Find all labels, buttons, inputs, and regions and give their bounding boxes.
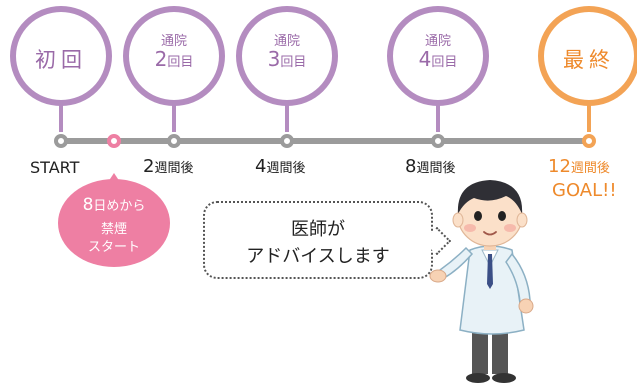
doctor-mouth	[483, 231, 497, 236]
milestone-visit2-count: 2回目	[154, 47, 194, 71]
quit-badge-body: 8日めから 禁煙 スタート	[58, 179, 170, 267]
doctor-eye-right	[498, 211, 506, 221]
milestone-visit2: 通院 2回目	[123, 6, 225, 106]
doctor-eye-left	[474, 211, 482, 221]
doctor-tie	[487, 254, 493, 289]
label-week4: 4週間後	[255, 156, 306, 177]
tick-week8	[431, 134, 445, 148]
doctor-shoe-right	[492, 373, 516, 383]
quit-badge-line1: 8日めから	[82, 195, 146, 215]
tick-week4	[280, 134, 294, 148]
connector-last	[587, 98, 591, 132]
milestone-last: 最終	[538, 6, 637, 106]
milestone-visit4-count: 4回目	[418, 47, 458, 71]
connector-visit4	[436, 98, 440, 132]
milestone-visit3-top: 通院	[273, 34, 300, 49]
doctor-hair	[457, 180, 523, 214]
doctor-illustration	[429, 180, 534, 383]
quit-start-badge: 8日めから 禁煙 スタート	[58, 173, 170, 267]
connector-visit3	[285, 98, 289, 132]
tick-quit-day8	[107, 134, 121, 148]
milestone-last-label: 最終	[563, 48, 615, 72]
label-start: START	[30, 158, 80, 177]
tick-week12	[582, 134, 596, 148]
doctor-leg-left	[472, 322, 488, 374]
doctor-hand-raised	[429, 269, 447, 283]
doctor-hand-lowered	[518, 298, 534, 314]
milestone-visit4: 通院 4回目	[387, 6, 489, 106]
doctor-shoe-left	[466, 373, 490, 383]
doctor-ear-left	[452, 212, 464, 228]
doctor-leg-right	[492, 322, 508, 374]
milestone-first-label: 初回	[35, 48, 87, 72]
milestone-first: 初回	[10, 6, 112, 106]
connector-visit2	[172, 98, 176, 132]
milestone-visit4-top: 通院	[424, 34, 451, 49]
label-week8: 8週間後	[405, 156, 456, 177]
tick-week2	[167, 134, 181, 148]
milestone-visit3-count: 3回目	[267, 47, 307, 71]
tick-start	[54, 134, 68, 148]
doctor-cheek-right	[504, 224, 516, 232]
label-week2: 2週間後	[143, 156, 194, 177]
speech-bubble: 医師が アドバイスします	[203, 201, 452, 279]
speech-line1: 医師が	[291, 219, 345, 240]
connector-first	[59, 98, 63, 132]
doctor-ear-right	[516, 212, 528, 228]
quit-badge-line2: 禁煙	[100, 222, 127, 237]
label-goal: GOAL!!	[552, 180, 617, 201]
speech-bubble-frame	[203, 201, 433, 279]
timeline-line	[61, 138, 591, 144]
label-week12: 12週間後	[548, 156, 610, 177]
milestone-visit2-top: 通院	[160, 34, 187, 49]
quit-badge-line3: スタート	[87, 240, 140, 255]
doctor-cheek-left	[464, 224, 476, 232]
speech-line2: アドバイスします	[246, 246, 390, 267]
milestone-visit3: 通院 3回目	[236, 6, 338, 106]
